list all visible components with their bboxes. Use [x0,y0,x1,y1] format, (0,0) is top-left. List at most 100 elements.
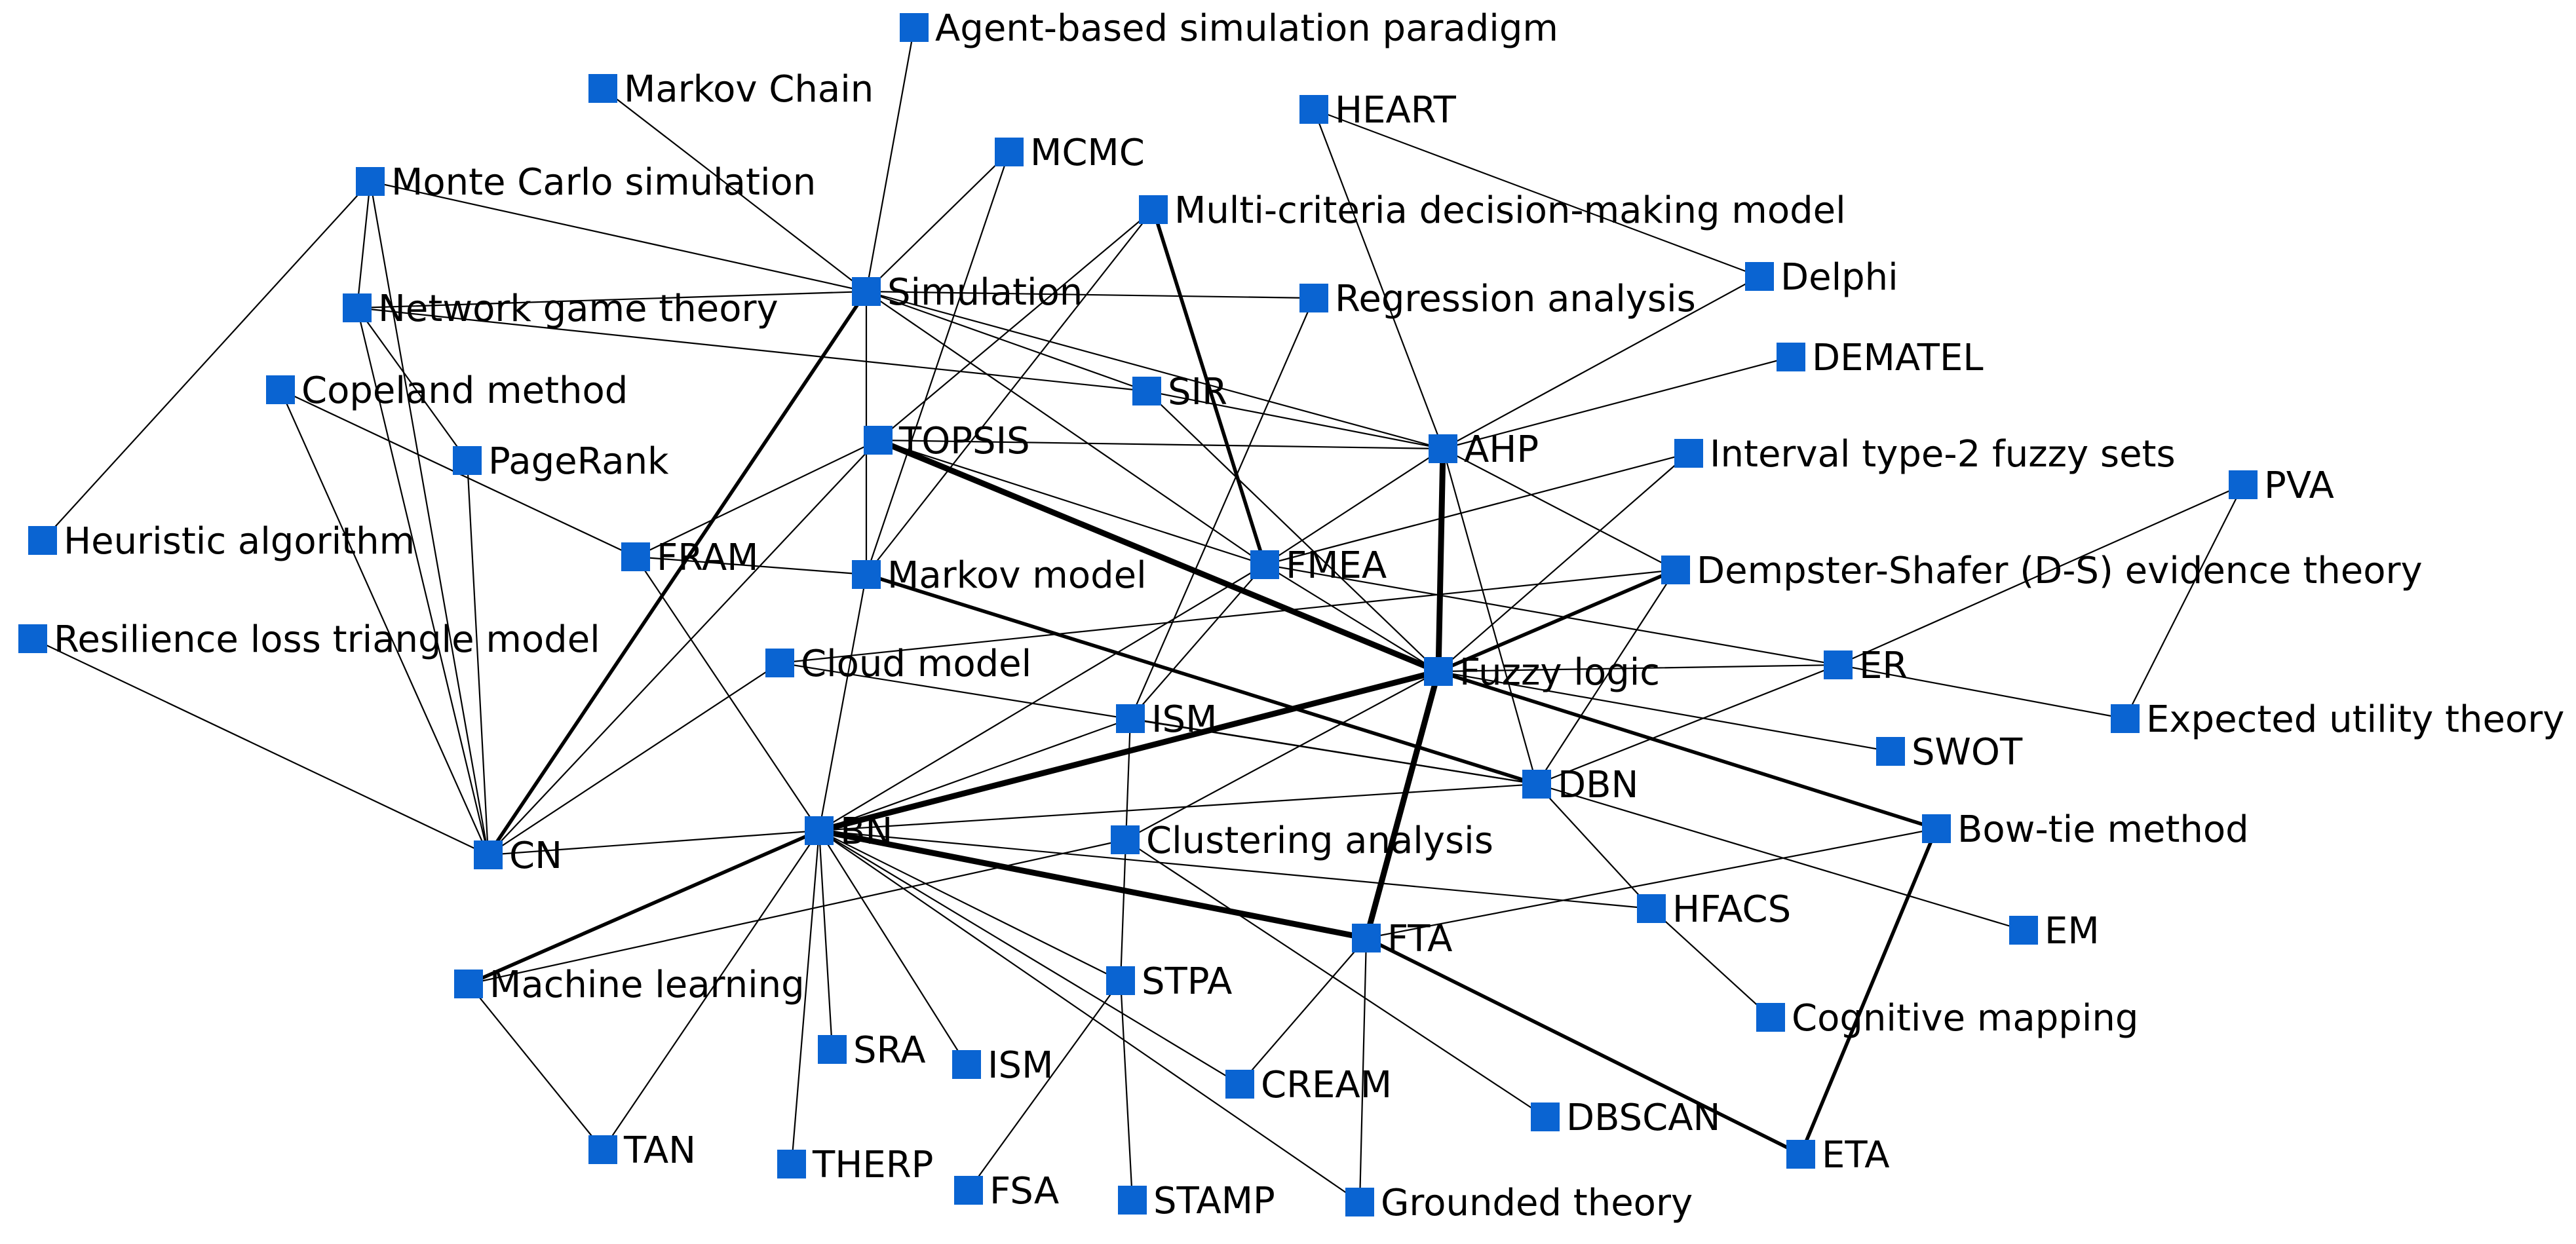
edge-bn-cream [818,829,1241,1085]
edge-mcmc-markov_model [865,151,1010,576]
edge-multi_criteria-fmea [1151,208,1267,567]
node-marker [864,426,893,455]
node-marker [1299,284,1328,312]
edge-interval_t2-fuzzy_logic [1437,452,1690,673]
node-label: Machine learning [490,964,805,1006]
edge-pva-expected_utility [2124,483,2244,720]
edge-bn-hfacs [818,829,1653,910]
edge-dbn-em [1535,783,2025,932]
node-label: TOPSIS [898,420,1030,462]
node-marker [1777,343,1805,371]
node-marker [1139,195,1168,224]
node-label: Grounded theory [1381,1182,1693,1224]
node-label: STPA [1142,960,1232,1003]
node-marker [1118,1186,1147,1215]
node-label: Monte Carlo simulation [391,161,816,204]
node-bowtie: Bow-tie method [1922,808,2249,851]
edge-ism_top-bn [818,717,1132,832]
node-label: Multi-criteria decision-making model [1174,189,1846,232]
node-label: Simulation [887,271,1083,314]
node-label: Clustering analysis [1146,820,1493,862]
edge-interval_t2-fmea [1263,452,1690,566]
node-network_game: Network game theory [343,288,779,330]
node-monte_carlo: Monte Carlo simulation [356,161,816,204]
node-label: CREAM [1261,1064,1392,1106]
edge-monte_carlo-network_game [356,180,372,309]
node-dbscan: DBSCAN [1531,1097,1720,1139]
edge-bowtie-fta [1365,827,1938,939]
edge-bn-stpa [818,829,1122,982]
node-dempster: Dempster-Shafer (D-S) evidence theory [1661,550,2423,592]
node-marker [356,167,385,196]
edge-er-dbn [1535,664,1839,785]
edge-agent_based-simulation [865,26,915,293]
node-label: ISM [988,1044,1053,1087]
node-marker [777,1150,806,1178]
node-label: PVA [2264,464,2334,507]
edge-simulation-regression [865,290,1315,299]
node-label: Cloud model [801,643,1031,685]
node-swot: SWOT [1876,731,2023,774]
node-marker [266,375,295,404]
edge-regression-ism_top [1129,297,1315,720]
edge-ism_top-dbn [1129,717,1538,785]
node-marker [1352,924,1381,952]
node-cream: CREAM [1225,1064,1392,1106]
node-fsa: FSA [954,1170,1059,1213]
node-label: FTA [1387,918,1452,960]
node-marker [818,1035,847,1064]
node-label: MCMC [1030,132,1145,174]
edge-pva-er [1837,483,2244,666]
node-ahp: AHP [1429,428,1539,471]
edge-topsis-fram [634,439,879,558]
edge-clustering-machine_learning [467,839,1126,985]
node-label: Expected utility theory [2146,698,2564,741]
edge-fmea-er [1263,563,1839,666]
node-marker [1756,1003,1785,1032]
edge-dempster-dbn [1535,569,1677,785]
node-marker [1522,770,1551,799]
node-label: TAN [623,1129,696,1172]
node-label: ER [1859,645,1908,687]
edge-bn-fta [816,827,1370,941]
node-label: ISM [1151,698,1217,741]
node-marker [952,1050,981,1079]
node-marker [765,649,794,677]
node-agent_based: Agent-based simulation paradigm [900,7,1558,50]
edge-sir-ahp [1145,390,1444,450]
node-stpa: STPA [1106,960,1232,1003]
node-stamp: STAMP [1118,1180,1275,1222]
edge-bn-tan [602,829,820,1151]
node-marker [900,13,929,42]
node-label: Heuristic algorithm [64,520,415,563]
edge-bn-cn [487,829,820,856]
node-marker [2009,916,2038,945]
node-label: Resilience loss triangle model [54,618,600,661]
edge-hfacs-cognitive [1650,907,1772,1019]
node-label: PageRank [488,440,669,483]
edge-fram-markov_model [634,556,868,576]
edge-pagerank-cn [466,459,490,856]
edge-cloud_model-cn [487,662,781,856]
node-multi_criteria: Multi-criteria decision-making model [1139,189,1846,232]
node-marker [805,816,834,845]
edge-ahp-dbn [1442,447,1538,785]
node-marker [1531,1103,1560,1131]
node-heart: HEART [1299,89,1457,132]
edge-fta-eta [1364,936,1803,1156]
edge-bn-machine_learning [467,829,821,986]
edge-dbn-hfacs [1535,783,1653,910]
node-ism_top: ISM [1116,698,1217,741]
node-marker [995,138,1024,166]
edge-markov_chain-simulation [602,87,868,293]
node-marker [474,840,503,869]
edge-fmea-bn [818,563,1266,832]
node-clustering: Clustering analysis [1111,820,1493,862]
edge-simulation-fmea [865,290,1266,566]
edge-network_game-simulation [356,290,868,309]
node-marker [1429,434,1457,463]
node-tan: TAN [588,1129,696,1172]
node-marker [1745,262,1774,291]
edge-fuzzy_logic-swot [1437,670,1892,753]
